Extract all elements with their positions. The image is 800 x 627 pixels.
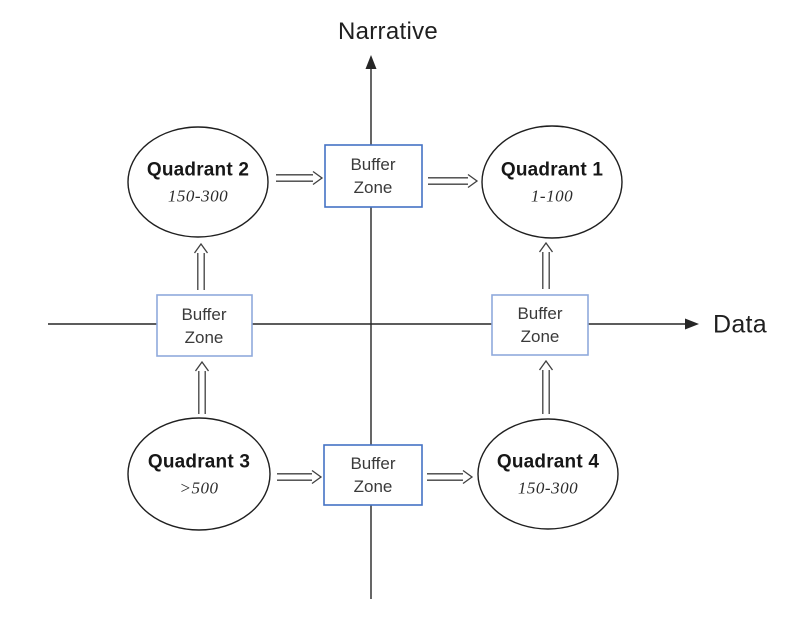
quadrant-4-node: Quadrant 4 150-300 — [497, 452, 599, 499]
x-axis-arrowhead-icon — [685, 318, 699, 330]
arrow-buffer-right-to-q1-icon — [538, 241, 554, 289]
arrow-buffer-left-to-q2-icon — [193, 242, 209, 290]
x-axis-label: Data — [712, 310, 768, 339]
arrow-buffer-top-to-q1-icon — [428, 173, 479, 189]
buffer-zone-box-top — [324, 144, 423, 208]
quadrant-1-title: Quadrant 1 — [500, 159, 604, 181]
buffer-zone-box-left — [156, 294, 253, 357]
buffer-zone-label-right: Buffer Zone — [517, 302, 562, 348]
quadrant-2-ellipse — [127, 126, 269, 238]
quadrant-4-title: Quadrant 4 — [496, 451, 600, 473]
arrow-q2-to-buffer-top-icon — [276, 170, 324, 186]
quadrant-2-node: Quadrant 2 150-300 — [147, 160, 249, 207]
buffer-zone-label-top: Buffer Zone — [350, 153, 395, 199]
y-axis-arrowhead-icon — [365, 55, 377, 69]
buffer-zone-label-left: Buffer Zone — [181, 303, 226, 349]
quadrant-1-range: 1-100 — [530, 186, 574, 206]
buffer-zone-label-bottom: Buffer Zone — [350, 452, 395, 498]
buffer-zone-top-line2: Zone — [353, 178, 393, 197]
buffer-zone-box-bottom — [323, 444, 423, 506]
arrow-buffer-bottom-to-q4-icon — [427, 469, 474, 485]
quadrant-4-range: 150-300 — [517, 478, 579, 498]
quadrant-1-node: Quadrant 1 1-100 — [501, 160, 603, 207]
quadrant-2-title: Quadrant 2 — [146, 159, 250, 181]
quadrant-2-range: 150-300 — [167, 186, 229, 206]
buffer-zone-left-line2: Zone — [184, 328, 224, 347]
quadrant-3-range: >500 — [179, 478, 219, 498]
quadrant-4-ellipse — [477, 418, 619, 530]
buffer-zone-right-line1: Buffer — [517, 304, 563, 323]
arrow-q3-to-buffer-left-icon — [194, 360, 210, 414]
buffer-zone-bottom-line2: Zone — [353, 477, 393, 496]
buffer-zone-bottom-line1: Buffer — [350, 454, 396, 473]
arrow-q3-to-buffer-bottom-icon — [277, 469, 323, 485]
y-axis-label: Narrative — [337, 18, 439, 45]
arrow-q4-to-buffer-right-icon — [538, 359, 554, 414]
quadrant-3-title: Quadrant 3 — [147, 451, 251, 473]
buffer-zone-left-line1: Buffer — [181, 305, 227, 324]
buffer-zone-top-line1: Buffer — [350, 155, 396, 174]
quadrant-1-ellipse — [481, 125, 623, 239]
quadrant-3-ellipse — [127, 417, 271, 531]
buffer-zone-right-line2: Zone — [520, 327, 560, 346]
buffer-zone-box-right — [491, 294, 589, 356]
quadrant-3-node: Quadrant 3 >500 — [148, 452, 250, 499]
